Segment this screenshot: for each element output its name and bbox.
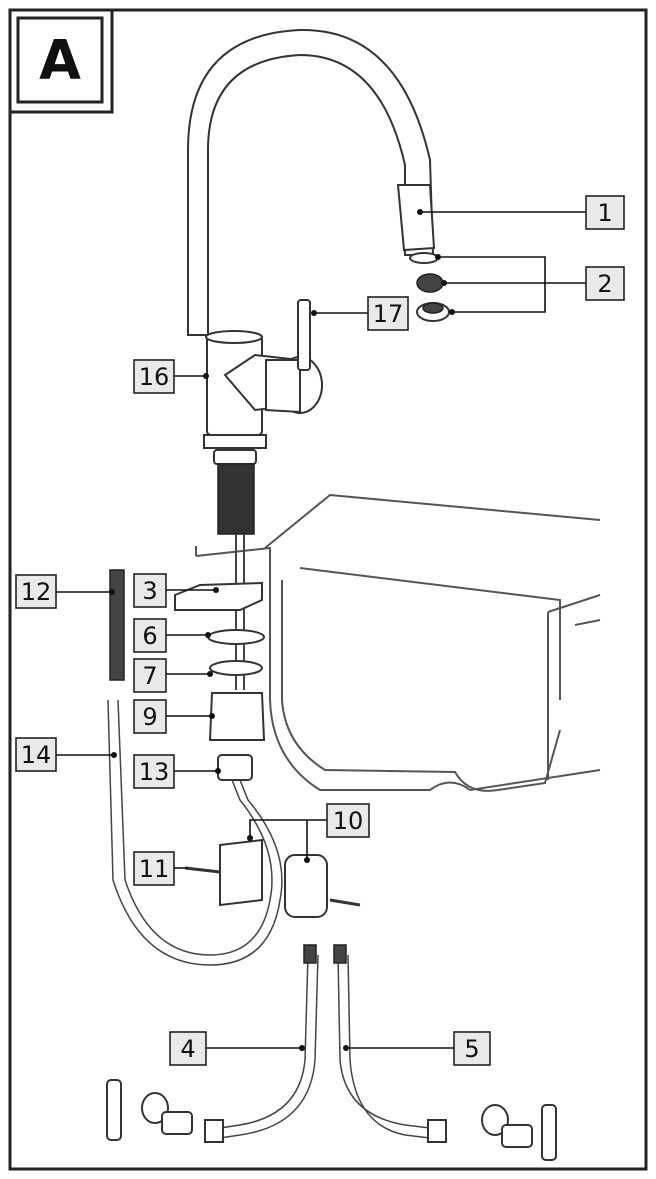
mounting-shank — [213, 449, 257, 690]
callout-6: 6 — [133, 618, 211, 653]
callout-3: 3 — [133, 573, 219, 608]
callout-1: 1 — [417, 195, 625, 230]
panel-corner — [10, 10, 114, 114]
callout-14: 14 — [15, 737, 117, 772]
callout-label-16: 16 — [139, 363, 170, 391]
counterweight — [284, 854, 361, 918]
faucet-spout — [187, 28, 436, 336]
washer-7 — [209, 660, 263, 676]
callout-label-2: 2 — [597, 270, 612, 298]
callout-11: 11 — [133, 851, 188, 886]
callout-10: 10 — [247, 803, 370, 863]
callout-17: 17 — [311, 296, 409, 331]
callout-label-9: 9 — [142, 703, 157, 731]
callout-label-7: 7 — [142, 662, 157, 690]
callout-label-13: 13 — [139, 758, 170, 786]
sink-basin — [195, 493, 601, 792]
aerator-parts — [409, 252, 450, 322]
callout-label-14: 14 — [21, 741, 52, 769]
callout-5: 5 — [343, 1031, 491, 1066]
hose-clip — [184, 838, 263, 907]
callout-12: 12 — [15, 574, 115, 609]
callout-7: 7 — [133, 658, 213, 693]
supply-hoses — [204, 944, 447, 1143]
callout-label-17: 17 — [373, 300, 404, 328]
callout-label-1: 1 — [597, 199, 612, 227]
faucet-body — [203, 299, 323, 449]
callout-label-3: 3 — [142, 577, 157, 605]
quick-connector — [217, 754, 253, 781]
panel-badge — [16, 16, 104, 104]
callout-2: 2 — [435, 254, 625, 315]
angle-valves — [106, 1079, 557, 1161]
callout-4: 4 — [169, 1031, 305, 1066]
pull-out-hose — [107, 569, 283, 966]
mounting-bracket — [174, 581, 263, 611]
callout-label-12: 12 — [21, 578, 52, 606]
callout-13: 13 — [133, 754, 221, 789]
outer-frame — [8, 8, 648, 1171]
washer-6 — [207, 629, 265, 645]
callout-9: 9 — [133, 699, 215, 734]
panel-letter: A — [39, 29, 81, 92]
callout-label-11: 11 — [139, 855, 170, 883]
callout-16: 16 — [133, 359, 209, 394]
callout-label-6: 6 — [142, 622, 157, 650]
callout-label-5: 5 — [464, 1035, 479, 1063]
callout-label-4: 4 — [180, 1035, 195, 1063]
mounting-nut — [208, 692, 266, 741]
callout-label-10: 10 — [333, 807, 364, 835]
